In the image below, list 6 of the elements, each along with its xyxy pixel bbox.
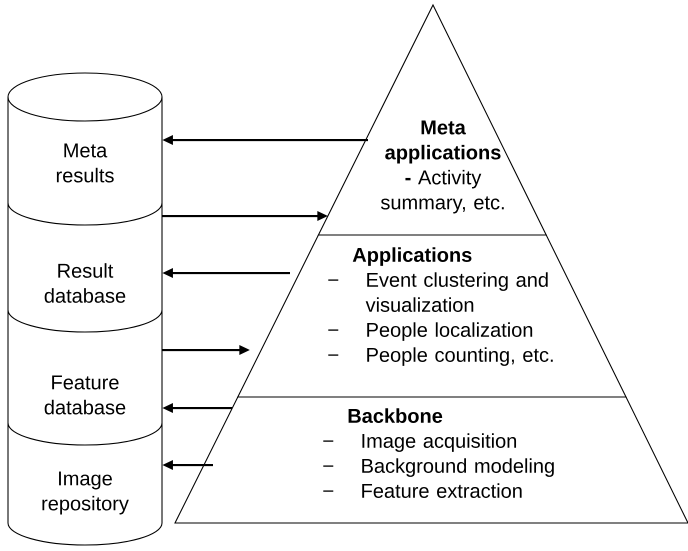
cylinder-segment: Feature database	[7, 310, 163, 446]
node-label: Meta results	[56, 144, 114, 182]
cylinder-segment: Meta results	[7, 72, 163, 226]
pyramid-layer: Backbone Image acquisition Background modeling Feature extraction	[174, 396, 688, 524]
cylinder-segment: Image repository	[7, 423, 163, 546]
cylinder-segment: Result database	[7, 203, 163, 333]
